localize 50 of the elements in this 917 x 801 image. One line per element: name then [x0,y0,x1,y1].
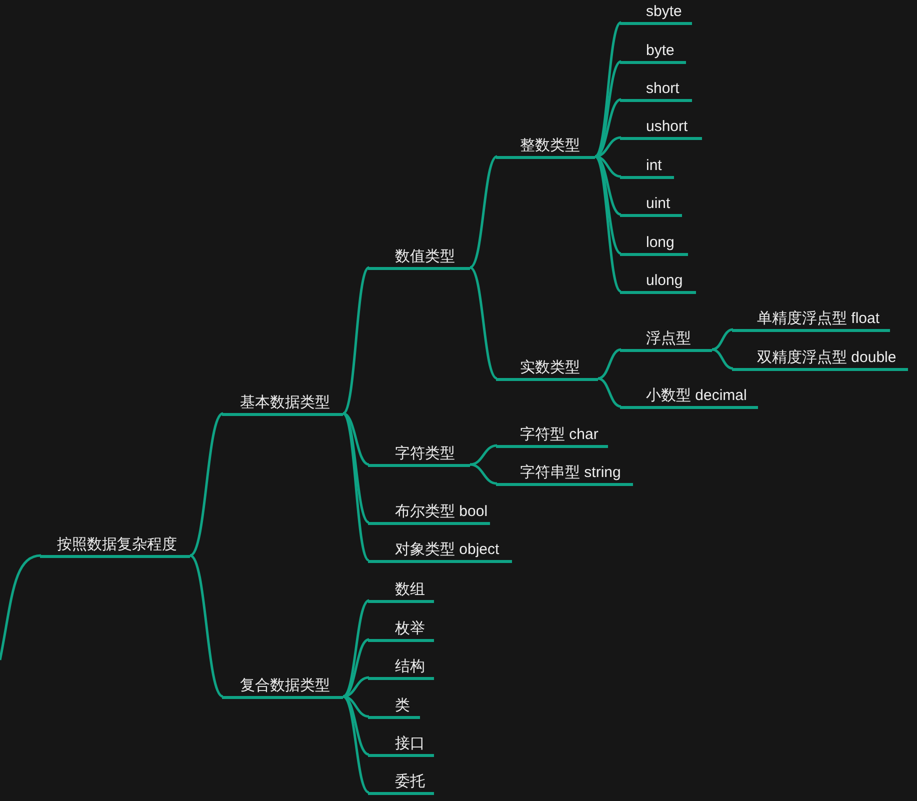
branch-line [342,695,370,794]
topic-label: sbyte [620,0,692,25]
branch-line [712,348,734,370]
topic-label: 数值类型 [368,245,470,270]
branch-line [342,638,370,698]
branch-line [594,22,622,158]
branch-line [342,412,370,562]
topic-label: 对象类型 object [368,538,512,563]
branch-line [469,155,498,269]
topic-label: 浮点型 [620,327,712,352]
topic-label: 按照数据复杂程度 [40,533,190,558]
branch-line [712,328,734,351]
topic-label: short [620,77,692,102]
topic-label: 双精度浮点型 double [732,346,908,371]
branch-line [598,377,622,408]
branch-line [470,463,498,485]
topic-label: 字符串型 string [496,461,633,486]
branch-line [470,444,498,466]
branch-line [598,348,622,380]
topic-label: uint [620,192,682,217]
branch-line [342,412,370,466]
topic-label: long [620,231,688,256]
branch-line [189,412,224,556]
branch-line [342,412,370,524]
branch-line [594,156,622,292]
topic-label: 枚举 [368,617,434,642]
branch-line [189,554,224,698]
topic-label: 布尔类型 bool [368,500,490,525]
topic-label: 基本数据类型 [222,391,343,416]
topic-label: 复合数据类型 [222,674,343,699]
topic-label: ulong [620,269,696,294]
branch-line [342,599,370,698]
topic-label: 结构 [368,655,434,680]
topic-label: 委托 [368,770,434,795]
topic-label: 单精度浮点型 float [732,307,890,332]
topic-label: 数组 [368,578,434,603]
topic-label: int [620,154,674,179]
branch-line [469,266,498,380]
topic-label: 类 [368,694,420,719]
topic-label: byte [620,39,686,64]
topic-label: 整数类型 [496,134,595,159]
topic-label: 实数类型 [496,356,598,381]
topic-label: 字符类型 [368,442,470,467]
branch-line [0,554,42,660]
branch-line [342,266,370,414]
topic-label: 小数型 decimal [620,384,758,409]
topic-label: ushort [620,115,702,140]
branch-line [594,60,622,158]
topic-label: 字符型 char [496,423,608,448]
topic-label: 接口 [368,732,434,757]
